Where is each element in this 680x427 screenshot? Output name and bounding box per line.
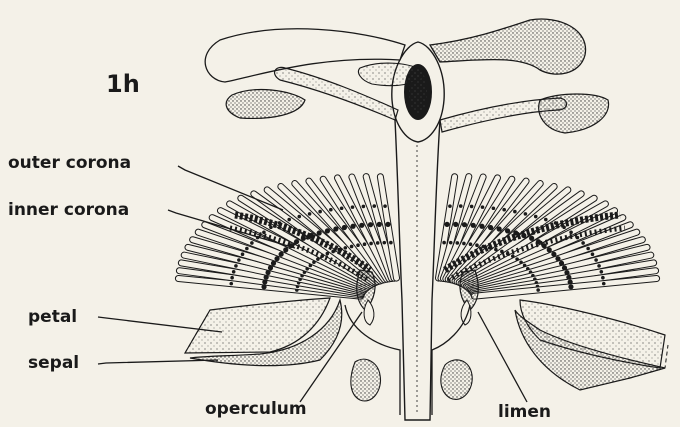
filament-band-mark: [481, 205, 485, 209]
filament-band-mark: [363, 242, 367, 246]
filament-band-mark: [297, 215, 301, 219]
filament-band-mark: [369, 242, 373, 246]
filament-band-mark: [317, 230, 322, 235]
operculum-right: [460, 270, 478, 325]
filament-band-mark: [475, 243, 479, 247]
filament-band-mark: [262, 230, 266, 234]
stamen-right: [440, 94, 609, 133]
filament-band-mark: [601, 276, 605, 280]
filament-band-mark: [600, 270, 604, 274]
filament-band-mark: [513, 210, 517, 214]
label-inner-corona: inner corona: [8, 202, 129, 219]
filament-band-mark: [329, 208, 333, 212]
filament-band-mark: [444, 222, 449, 227]
filament-band-mark: [368, 222, 373, 227]
label-limen: limen: [498, 404, 551, 421]
filament-band-mark: [325, 228, 330, 233]
label-outer-corona: outer corona: [8, 155, 131, 172]
filament-band-mark: [568, 284, 573, 289]
filament-band-mark: [471, 223, 476, 228]
filament-band-mark: [333, 226, 338, 231]
filament-band-mark: [343, 246, 347, 250]
label-petal: petal: [28, 309, 77, 326]
filament-band-mark: [459, 204, 463, 208]
figure-id: 1h: [106, 72, 140, 96]
filament-band-mark: [318, 210, 322, 214]
filament-band-mark: [581, 241, 585, 245]
filament-band-mark: [488, 225, 493, 230]
filament-band-mark: [230, 276, 234, 280]
filament-band-mark: [469, 242, 473, 246]
filament-band-mark: [544, 218, 548, 222]
filament-band-mark: [453, 222, 458, 227]
filament-band-mark: [382, 241, 386, 245]
bract-left: [351, 359, 381, 401]
filament-band-mark: [232, 270, 236, 274]
filament-band-mark: [470, 205, 474, 209]
filament-band-mark: [569, 230, 573, 234]
filament-band-mark: [359, 223, 364, 228]
filament-band-mark: [350, 245, 354, 249]
filament-band-mark: [524, 212, 528, 216]
filament-band-mark: [229, 282, 233, 286]
filament-band-mark: [245, 247, 249, 251]
filament-band-mark: [492, 206, 496, 210]
filament-band-mark: [308, 212, 312, 216]
filament-band-mark: [234, 264, 238, 268]
filament-band-mark: [389, 241, 393, 245]
filament-band-mark: [377, 222, 382, 227]
filament-band-mark: [362, 205, 366, 209]
filament-band-mark: [250, 241, 254, 245]
leader-sepal: [98, 360, 218, 364]
filament-band-mark: [529, 236, 534, 241]
filament-band-mark: [342, 225, 347, 230]
filament-band-mark: [462, 242, 466, 246]
label-operculum: operculum: [205, 401, 307, 418]
filament-band-mark: [237, 258, 241, 262]
filament-band-mark: [350, 224, 355, 229]
stigma-right: [430, 19, 586, 74]
filament-band-mark: [356, 243, 360, 247]
filament-band-mark: [376, 241, 380, 245]
bract-right: [441, 360, 472, 400]
filament-band-mark: [442, 241, 446, 245]
androgynophore: [395, 120, 440, 420]
filament-band-mark: [385, 222, 390, 227]
filament-band-mark: [287, 218, 291, 222]
filament-band-mark: [534, 215, 538, 219]
filament-band-mark: [591, 252, 595, 256]
filament-band-mark: [383, 204, 387, 208]
filament-band-mark: [351, 205, 355, 209]
filament-band-mark: [448, 204, 452, 208]
filament-band-mark: [505, 228, 510, 233]
filament-band-mark: [497, 226, 502, 231]
filament-band-mark: [462, 222, 467, 227]
filament-band-mark: [456, 241, 460, 245]
filament-band-mark: [449, 241, 453, 245]
filament-band-mark: [502, 208, 506, 212]
filament-band-mark: [536, 288, 540, 292]
filament-band-mark: [594, 258, 598, 262]
filament-band-mark: [602, 282, 606, 286]
label-sepal: sepal: [28, 355, 79, 372]
filament-band-mark: [340, 206, 344, 210]
filament-band-mark: [597, 264, 601, 268]
filament-band-mark: [283, 247, 288, 252]
filament-band-mark: [241, 252, 245, 256]
filament-band-mark: [372, 204, 376, 208]
filament-band-mark: [479, 224, 484, 229]
filament-band-mark: [586, 247, 590, 251]
